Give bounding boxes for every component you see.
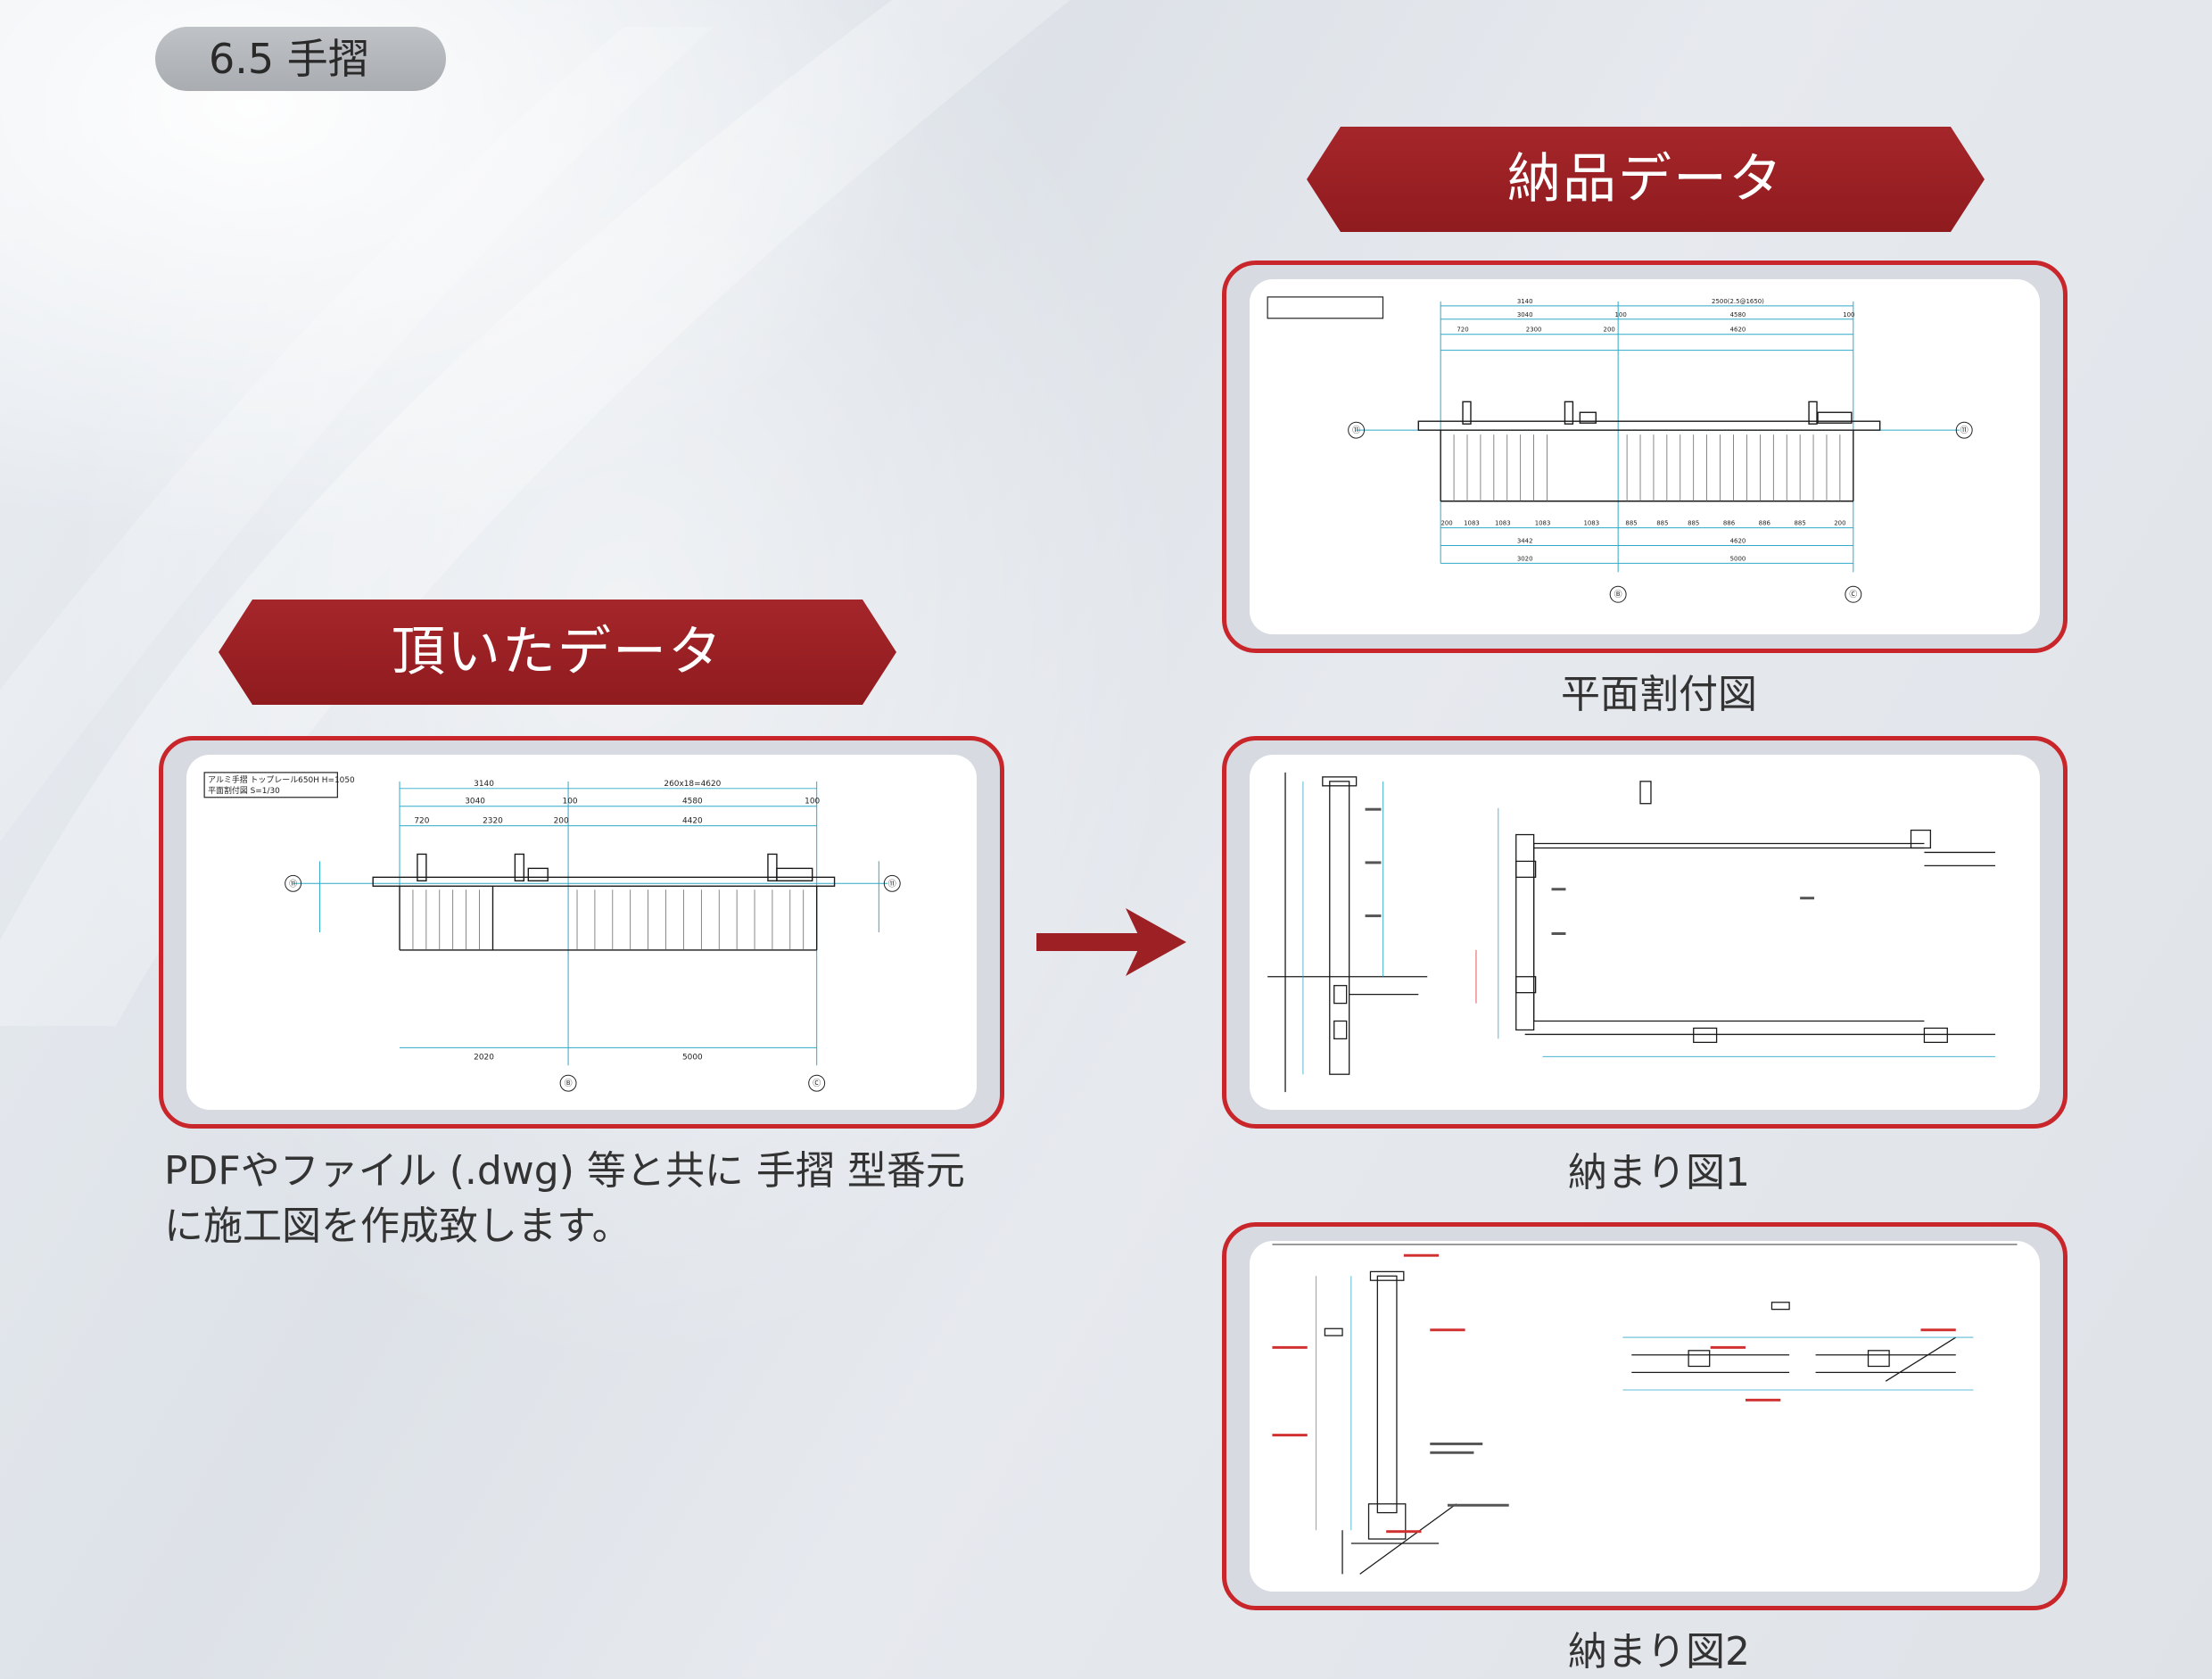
plan-drawing: 3140 2500(2.5@1650) 3040 100 4580 100 72… [1250,279,2040,634]
plan-dim-b15: 3020 [1517,555,1533,562]
detail2-caption: 納まり図2 [1568,1629,1750,1675]
dim-6: 100 [805,798,820,806]
plan-dim-t7: 720 [1457,327,1468,334]
arrow-right-icon [1036,908,1186,976]
plan-dim-t4: 100 [1614,311,1626,318]
grid-marker-3: Ⓑ [565,1079,573,1088]
plan-dim-b3: 1083 [1495,520,1511,527]
plan-dim-b9: 886 [1723,520,1735,527]
plan-marker-4: Ⓒ [1849,590,1857,600]
grid-marker-4: Ⓒ [813,1079,821,1088]
detail1-drawing-frame [1222,736,2068,1129]
plan-marker-1: ⑪ [1352,426,1360,435]
dim-10: 4420 [682,817,703,826]
plan-marker-3: Ⓑ [1614,590,1622,600]
plan-dim-b11: 885 [1794,520,1805,527]
plan-dim-b4: 1083 [1535,520,1551,527]
plan-dim-t6: 100 [1843,311,1854,318]
dim-5: 4580 [682,798,703,806]
plan-dim-t2: 2500(2.5@1650) [1712,298,1764,305]
plan-dim-b16: 5000 [1730,555,1746,562]
detail1-drawing [1250,755,2040,1110]
plan-dim-b12: 200 [1834,520,1845,527]
grid-marker-1: ⑪ [289,879,297,889]
plan-dim-t10: 4620 [1730,327,1746,334]
plan-caption: 平面割付図 [1561,672,1757,717]
dim-12: 5000 [682,1053,703,1062]
plan-dim-b14: 4620 [1730,538,1746,545]
received-title-line2: 平面割付図 S=1/30 [208,785,280,796]
dim-2: 260x18=4620 [664,780,721,789]
dim-7: 720 [414,817,429,826]
plan-dim-b7: 885 [1656,520,1668,527]
received-drawing-frame: アルミ手摺 トップレール650H H=1050 平面割付図 S=1/30 314… [159,736,1004,1129]
plan-drawing-frame: 3140 2500(2.5@1650) 3040 100 4580 100 72… [1222,261,2068,653]
plan-dim-t3: 3040 [1517,311,1533,318]
received-description: PDFやファイル (.dwg) 等と共に 手摺 型番元に施工図を作成致します。 [164,1148,965,1249]
plan-dim-b1: 200 [1440,520,1452,527]
plan-dim-t9: 200 [1604,327,1615,334]
plan-marker-2: ⑪ [1960,426,1969,435]
dim-4: 100 [563,798,578,806]
received-drawing: アルミ手摺 トップレール650H H=1050 平面割付図 S=1/30 314… [186,755,977,1110]
detail2-drawing [1250,1241,2040,1592]
dim-1: 3140 [474,780,494,789]
delivered-data-banner: 納品データ [1307,127,1985,232]
plan-dim-b13: 3442 [1517,538,1533,545]
detail2-drawing-frame [1222,1222,2068,1610]
detail1-caption: 納まり図1 [1568,1150,1750,1195]
plan-dim-b10: 886 [1759,520,1770,527]
plan-dim-b5: 1083 [1583,520,1599,527]
received-data-banner: 頂いたデータ [219,600,896,705]
plan-dim-b8: 885 [1688,520,1699,527]
plan-dim-b2: 1083 [1464,520,1480,527]
received-title-line1: アルミ手摺 トップレール650H H=1050 [208,774,355,785]
dim-11: 2020 [474,1053,494,1062]
dim-9: 200 [554,817,569,826]
plan-dim-t1: 3140 [1517,298,1533,305]
section-label: 6.5 手摺 [155,27,446,91]
plan-dim-t5: 4580 [1730,311,1746,318]
dim-3: 3040 [465,798,485,806]
dim-8: 2320 [483,817,503,826]
plan-dim-t8: 2300 [1526,327,1542,334]
grid-marker-2: ⑪ [888,879,896,889]
plan-dim-b6: 885 [1625,520,1637,527]
